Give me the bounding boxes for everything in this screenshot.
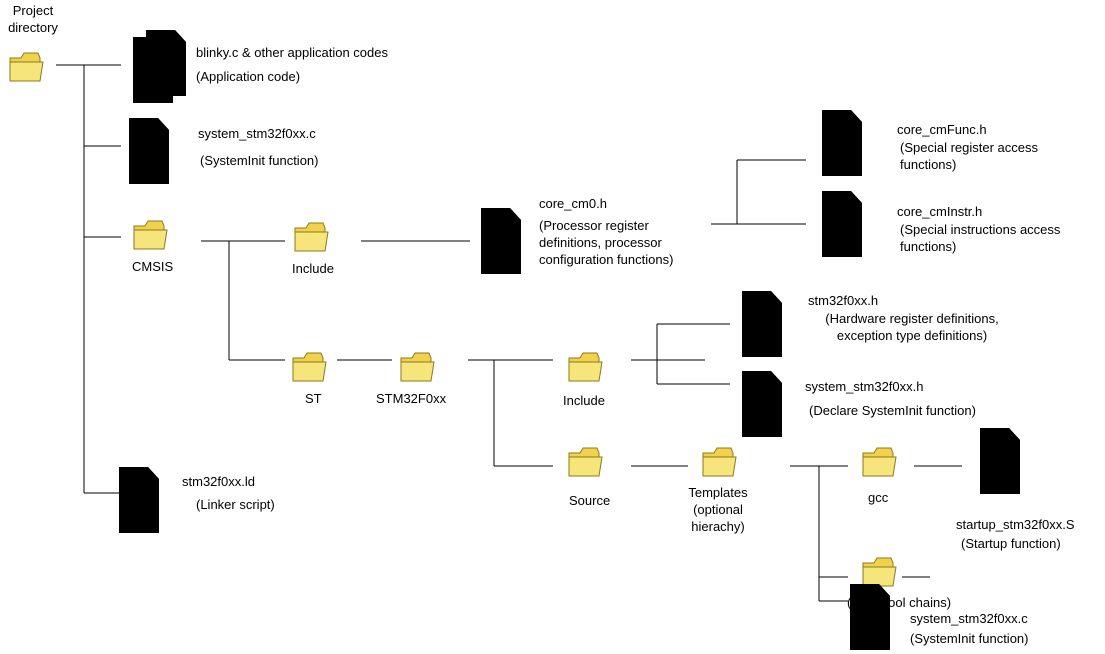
source-label: Source (569, 493, 611, 508)
system-h-name: system_stm32f0xx.h (805, 379, 924, 394)
document-icon[interactable] (822, 191, 862, 257)
folder-icon[interactable] (862, 557, 897, 587)
document-icon[interactable] (742, 371, 782, 437)
folder-icon[interactable] (400, 352, 435, 382)
document-icon[interactable] (742, 291, 782, 357)
document-icon[interactable] (119, 467, 159, 533)
core-cminstr-name: core_cmInstr.h (897, 204, 983, 219)
startup-name: startup_stm32f0xx.S (956, 517, 1075, 532)
system-h-desc: (Declare SystemInit function) (809, 403, 976, 418)
cmsis-label: CMSIS (132, 259, 174, 274)
system-c-name: system_stm32f0xx.c (198, 126, 316, 141)
document-icon[interactable] (481, 208, 521, 274)
templates-label-line3: hierachy) (691, 519, 745, 534)
stm32f0xx-h-desc-line2: exception type definitions) (836, 328, 988, 343)
stm32f0xx-h-desc-line1: (Hardware register definitions, (825, 311, 999, 326)
document-icon[interactable] (980, 428, 1020, 494)
other-tool-chains-label: (other tool chains) (847, 595, 952, 610)
core-cm0-desc-line2: definitions, processor (539, 235, 662, 250)
root-label-line2: directory (8, 20, 58, 35)
document-icon[interactable] (129, 118, 169, 184)
core-cm0-desc-line1: (Processor register (539, 218, 649, 233)
system-c2-desc: (SystemInit function) (910, 631, 1029, 646)
linker-desc: (Linker script) (196, 497, 275, 512)
app-code-desc: (Application code) (196, 69, 301, 84)
core-cm0-desc: (Processor register definitions, process… (539, 217, 673, 268)
system-c2-name: system_stm32f0xx.c (910, 611, 1028, 626)
core-cmfunc-desc: (Special register access functions) (900, 139, 1038, 173)
st-label: ST (305, 391, 322, 406)
templates-label-line2: (optional (693, 502, 743, 517)
folder-icon[interactable] (292, 352, 327, 382)
templates-label: Templates (optional hierachy) (684, 484, 752, 535)
document-icon[interactable] (822, 110, 862, 176)
core-cminstr-desc-line1: (Special instructions access (900, 222, 1061, 237)
app-code-name: blinky.c & other application codes (196, 45, 388, 60)
folder-icon[interactable] (9, 52, 44, 82)
stm32f0xx-folder-label: STM32F0xx (376, 391, 447, 406)
root-label-line1: Project (12, 3, 54, 18)
core-cmfunc-desc-line2: functions) (900, 157, 957, 172)
core-cm0-desc-line3: configuration functions) (539, 252, 674, 267)
core-cmfunc-desc-line1: (Special register access (900, 140, 1038, 155)
core-cmfunc-name: core_cmFunc.h (897, 122, 987, 137)
root-folder-label: Project directory (2, 2, 64, 36)
stm32f0xx-h-name: stm32f0xx.h (808, 293, 879, 308)
linker-name: stm32f0xx.ld (182, 474, 255, 489)
core-cminstr-desc-line2: functions) (900, 239, 957, 254)
cmsis-include-label: Include (292, 261, 334, 276)
templates-label-line1: Templates (688, 485, 748, 500)
document-icon[interactable] (133, 37, 173, 103)
startup-desc: (Startup function) (961, 536, 1061, 551)
gcc-label: gcc (868, 490, 889, 505)
folder-icon[interactable] (568, 447, 603, 477)
core-cm0-name: core_cm0.h (539, 196, 607, 211)
folder-icon[interactable] (133, 220, 168, 250)
tree-connectors (56, 64, 962, 602)
folder-icon[interactable] (294, 222, 329, 252)
stm32f0xx-h-desc: (Hardware register definitions, exceptio… (808, 310, 1016, 344)
st-include-label: Include (563, 393, 605, 408)
core-cminstr-desc: (Special instructions access functions) (900, 221, 1060, 255)
folder-icon[interactable] (568, 352, 603, 382)
folder-icon[interactable] (702, 447, 737, 477)
folder-icon[interactable] (862, 447, 897, 477)
system-c-desc: (SystemInit function) (200, 153, 319, 168)
